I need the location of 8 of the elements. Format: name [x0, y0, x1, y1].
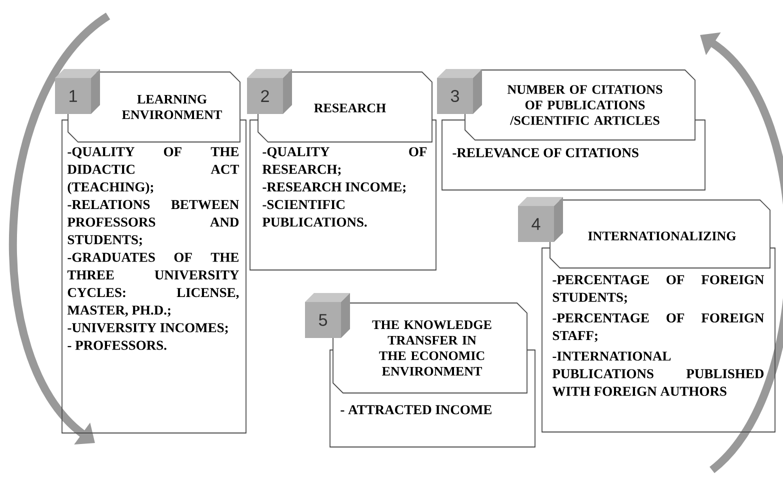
- number-cube: 1: [55, 69, 100, 114]
- heading-tab: THE KNOWLEDGE TRANSFER IN THE ECONOMIC ENVIRONMENT: [332, 302, 528, 394]
- number-cube: 2: [247, 69, 292, 114]
- number-cube: 4: [518, 197, 563, 242]
- number-cube: 3: [437, 69, 482, 114]
- heading-tab: NUMBER OF CITATIONS OF PUBLICATIONS /SCIENTIFIC ARTICLES: [464, 70, 696, 140]
- heading-tab: INTERNATIONALIZING: [550, 200, 770, 268]
- number-cube: 5: [305, 293, 350, 338]
